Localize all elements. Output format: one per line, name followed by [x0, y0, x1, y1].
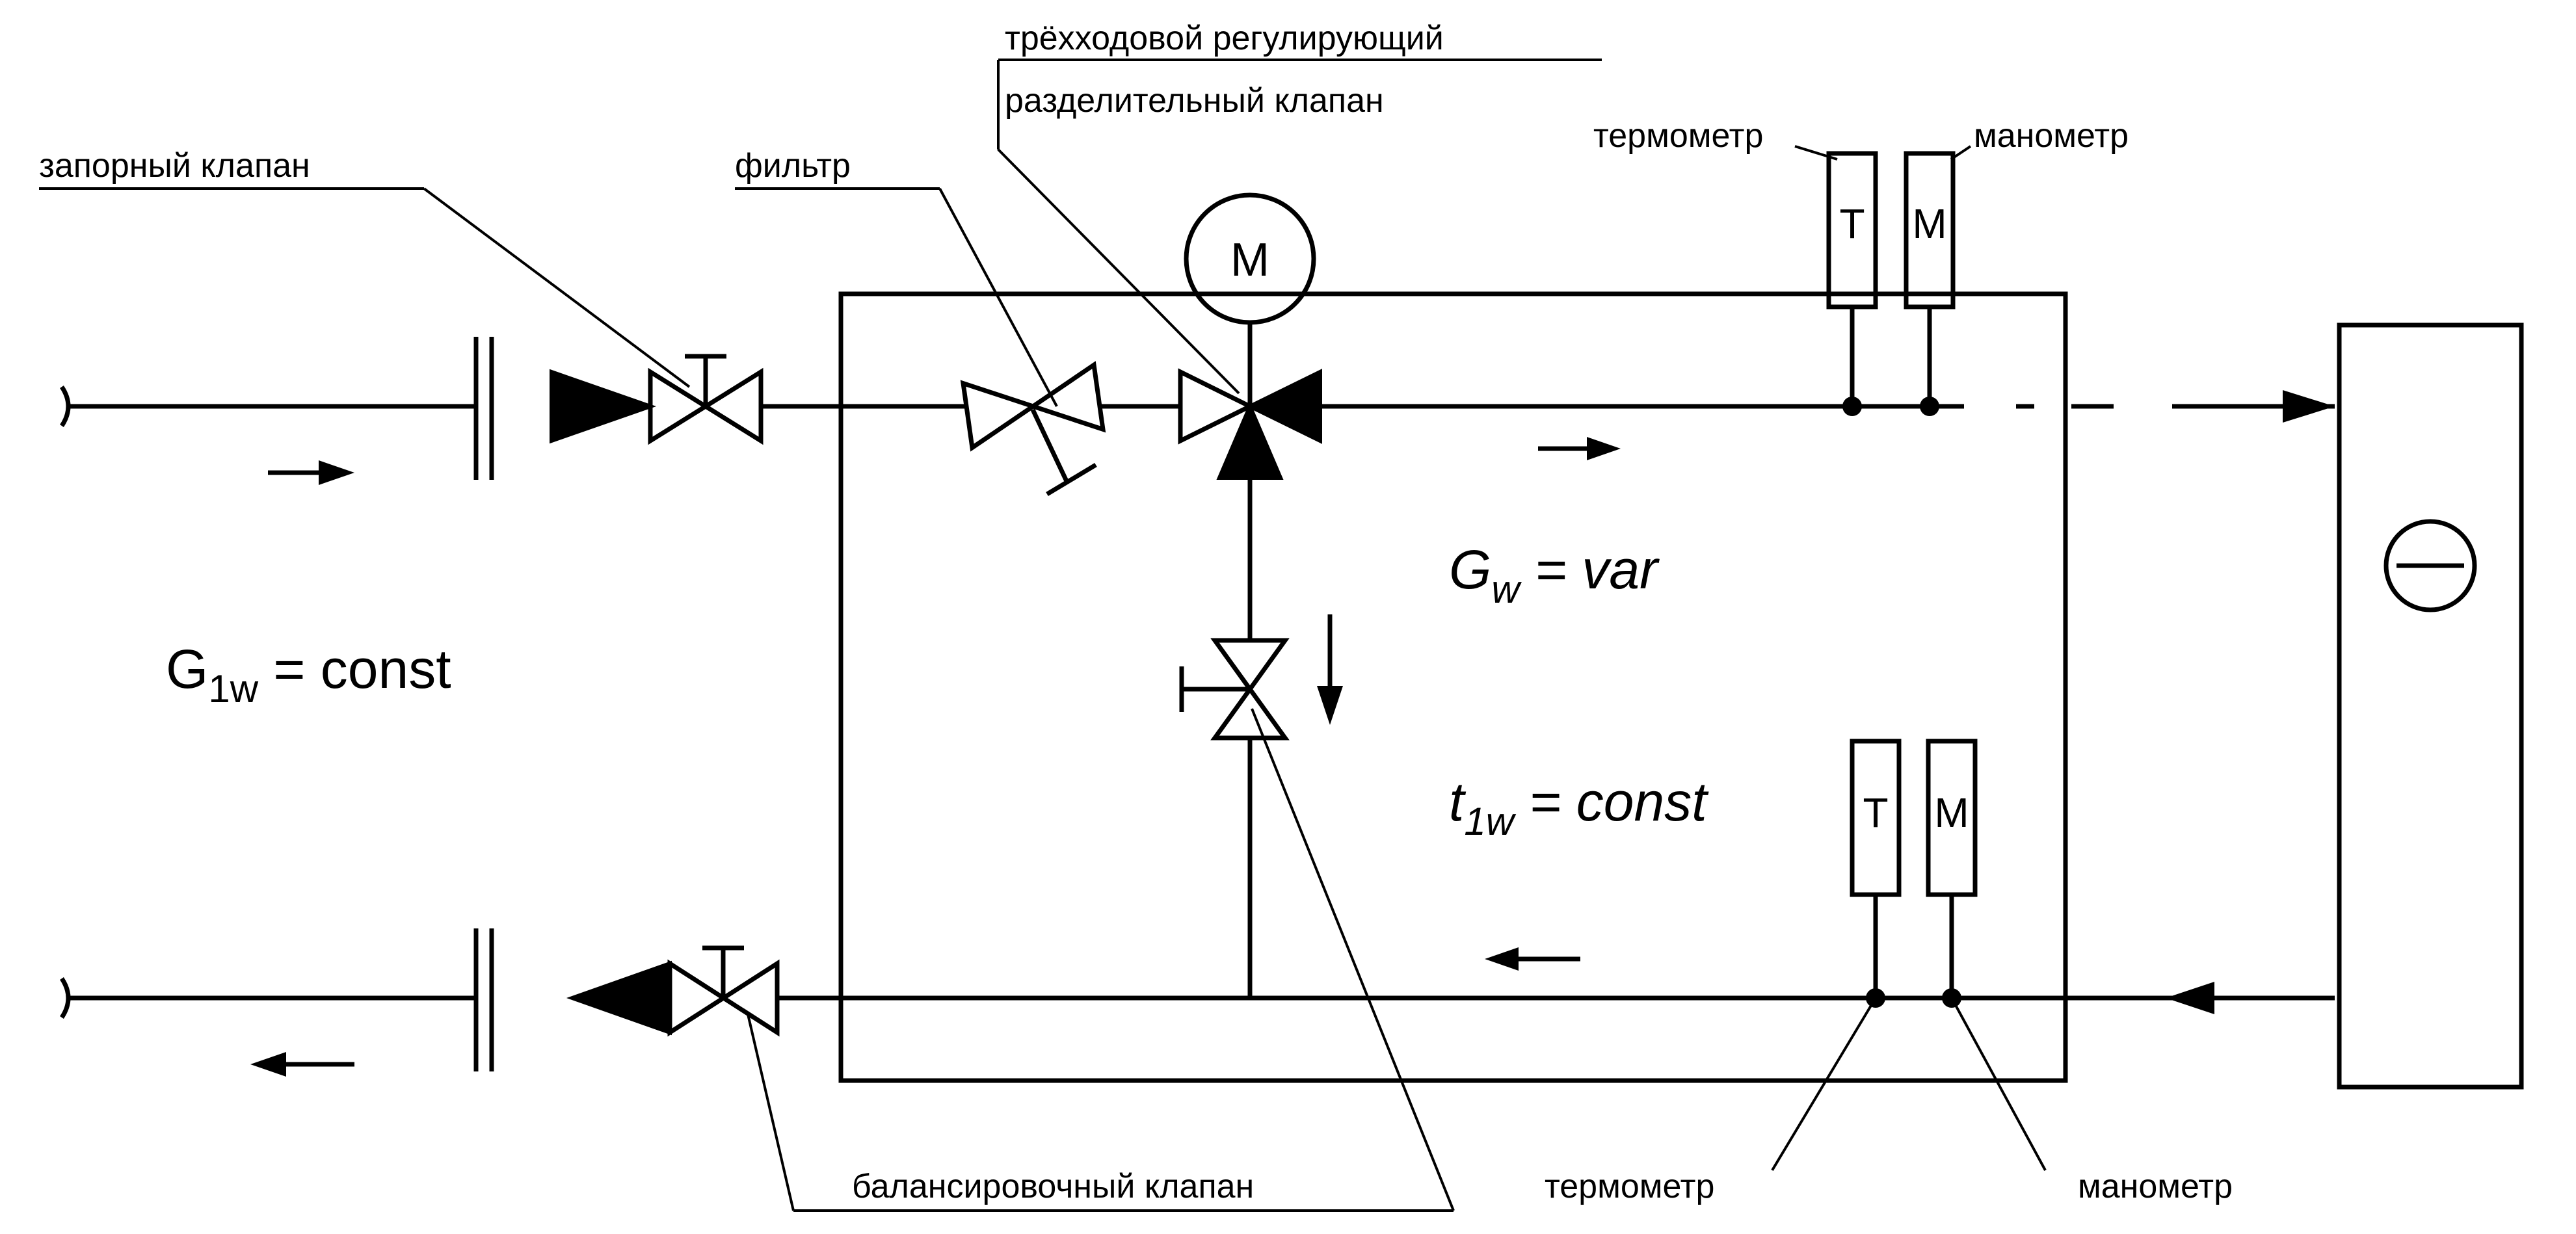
motor-actuator: M — [1184, 192, 1316, 325]
t1w-formula: t1w = const — [1449, 771, 1709, 843]
manometer-top: M — [1904, 151, 1956, 416]
manometer-bottom-letter: M — [1934, 789, 1969, 836]
return-pipe — [60, 977, 2335, 1019]
supply-inlet-arrow — [268, 460, 354, 485]
manometer-bottom-label: манометр — [2078, 1168, 2233, 1205]
thermometer-bottom-label: термометр — [1545, 1168, 1714, 1205]
three-way-valve-label-line2: разделительный клапан — [1005, 82, 1384, 120]
thermometer-bottom: T — [1850, 739, 1902, 1008]
g1w-formula: G1w = const — [166, 638, 451, 711]
supply-pipe — [60, 386, 2335, 427]
return-balancing-valve — [667, 945, 780, 1037]
manometer-top-label: манометр — [1974, 117, 2129, 155]
bypass-flow-arrow — [1317, 614, 1343, 725]
return-flange — [473, 928, 494, 1071]
leader-lines — [39, 59, 2047, 1212]
mixing-unit-frame — [838, 291, 2068, 1083]
three-way-valve — [1178, 323, 1322, 480]
three-way-valve-label-line1: трёхходовой регулирующий — [1005, 20, 1444, 57]
return-outlet-arrow — [250, 1052, 354, 1077]
balancing-valve-label: балансировочный клапан — [852, 1168, 1254, 1205]
return-check-valve — [566, 960, 672, 1036]
manometer-bottom: M — [1926, 739, 1978, 1008]
filter-icon — [960, 361, 1106, 497]
return-internal-arrow — [1485, 947, 1580, 971]
supply-shutoff-valve — [648, 354, 764, 445]
supply-flange — [473, 337, 494, 480]
thermometer-bottom-letter: T — [1863, 789, 1888, 836]
motor-letter: M — [1230, 234, 1269, 286]
supply-check-valve — [550, 369, 657, 444]
thermometer-top-label: термометр — [1593, 117, 1763, 155]
bypass-balancing-valve — [1179, 638, 1290, 741]
heat-consumer — [2337, 322, 2524, 1090]
filter-label: фильтр — [735, 147, 851, 185]
shutoff-valve-label: запорный клапан — [39, 147, 310, 185]
manometer-top-letter: M — [1912, 200, 1946, 247]
thermometer-top-letter: T — [1839, 200, 1865, 247]
thermometer-top: T — [1826, 151, 1878, 416]
gw-formula: Gw = var — [1449, 539, 1660, 611]
supply-internal-arrow — [1538, 437, 1621, 460]
